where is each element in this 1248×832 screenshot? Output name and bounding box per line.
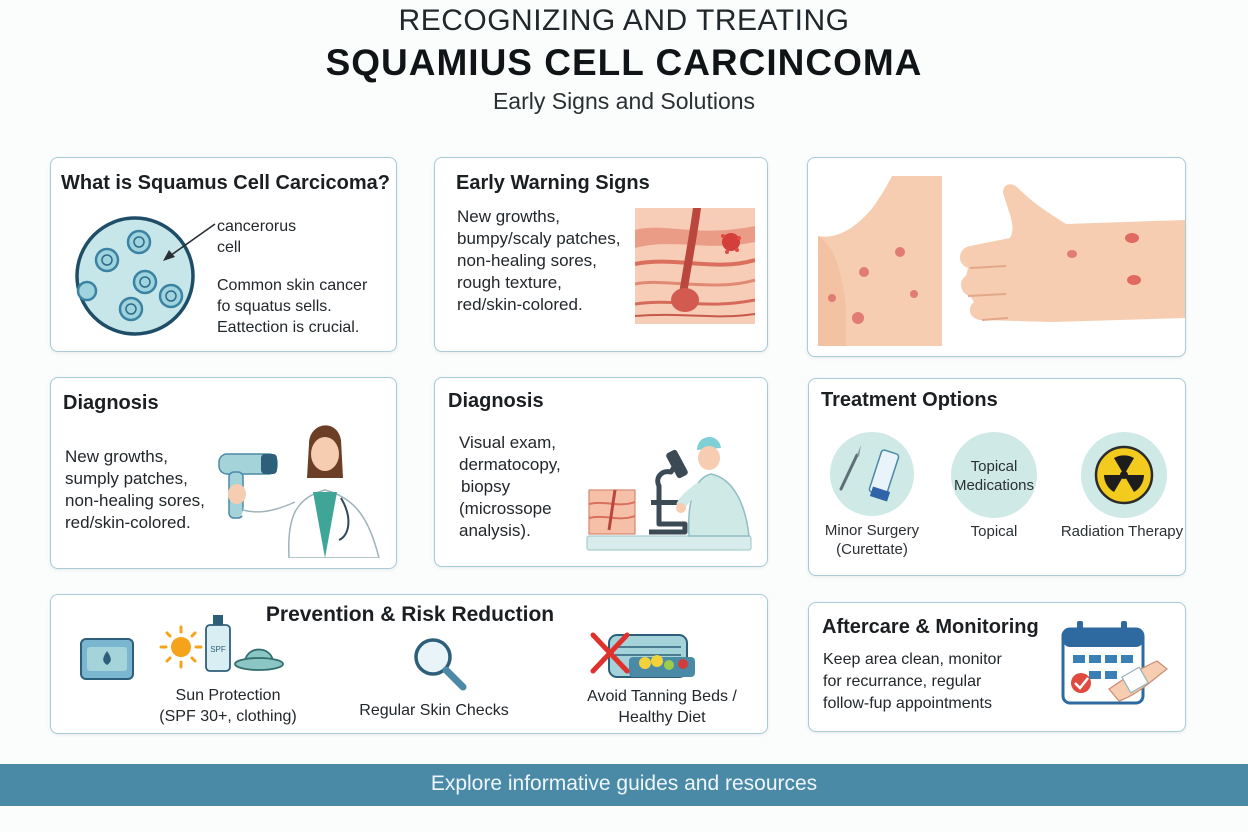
warning-signs-card: Early Warning Signs New growths, bumpy/s… — [434, 157, 768, 352]
prevention-label-line: Avoid Tanning Beds / — [587, 688, 737, 705]
shoulder-lesions-icon — [818, 176, 942, 346]
treatment-label-line: Minor Surgery — [824, 522, 920, 539]
cell-diagram-icon — [73, 214, 197, 338]
tanning-bed-diet-icon — [589, 629, 701, 683]
page-title: SQUAMΙUS CELL CARCINCOMA — [325, 42, 923, 83]
aftercare-line: for recurrance, regular — [823, 673, 982, 690]
treatment-title: Treatment Options — [821, 389, 998, 411]
microscope-lab-icon — [585, 420, 755, 552]
hand-lesions-icon — [956, 180, 1185, 330]
prevention-checks-label: Regular Skin Checks — [351, 700, 517, 721]
warning-line: red/skin-colored. — [457, 295, 583, 314]
treatment-label-line: (Curettate) — [836, 541, 908, 558]
treatment-label-topical: Topical — [944, 522, 1044, 541]
treatment-label-line: Topical — [970, 523, 1018, 540]
diagnosis-method-line: dermatocopy, — [459, 455, 561, 474]
sun-hat-icon — [233, 641, 285, 673]
aftercare-line: Keep area clean, monitor — [823, 651, 1002, 668]
diagnosis-method-line: (microssope — [459, 499, 552, 518]
prevention-label-line: Regular Skin Checks — [359, 702, 509, 719]
aftercare-title: Aftercare & Monitoring — [822, 616, 1039, 638]
diagnosis-left-list: New growths, sumply patches, non-healing… — [65, 446, 205, 534]
warning-signs-list: New growths, bumpy/scaly patches, non-he… — [457, 206, 620, 316]
aftercare-list: Keep area clean, monitor for recurrance,… — [823, 649, 1002, 715]
scalpel-icon — [829, 431, 915, 517]
calendar-bandage-icon — [1059, 617, 1171, 707]
diagnosis-line: non-healing sores, — [65, 491, 205, 510]
prevention-sun-label: Sun Protection (SPF 30+, clothing) — [143, 685, 313, 727]
treatment-label-line: Radiation Therapy — [1060, 523, 1184, 540]
cell-label: cancerorus cell — [217, 216, 296, 258]
sunscreen-bottle-icon — [204, 615, 232, 673]
skin-cross-section-icon — [635, 208, 755, 324]
description-line: Common skin cancer — [217, 277, 368, 294]
prevention-label-line: Healthy Diet — [618, 709, 706, 726]
aftercare-line: follow-fup appointments — [823, 695, 992, 712]
diagnosis-method-line: Visual exam, — [459, 433, 557, 452]
footer-bar — [0, 764, 1248, 806]
diagnosis-left-title: Diagnosis — [63, 392, 159, 414]
warning-signs-title: Early Warning Signs — [456, 172, 650, 194]
symptoms-illustration-card — [807, 157, 1186, 357]
uv-monitor-icon — [79, 635, 135, 683]
warning-line: bumpy/scaly patches, — [457, 229, 621, 248]
cell-label-line: cancerorus — [217, 218, 297, 235]
circle-text-line: Medications — [953, 477, 1035, 494]
treatment-label-surgery: Minor Surgery (Curettate) — [813, 521, 931, 559]
prevention-label-line: (SPF 30+, clothing) — [159, 708, 297, 725]
cream-icon — [950, 431, 1038, 519]
what-is-card: What is Squamus Cell Carcicoma? canceror… — [50, 157, 397, 352]
warning-line: non-healing sores, — [457, 251, 597, 270]
cell-label-line: cell — [217, 239, 242, 256]
magnifier-icon — [411, 635, 469, 693]
diagnosis-method-line: biopsy — [461, 477, 511, 496]
description-line: Eattection is crucial. — [217, 319, 360, 336]
topical-circle-text: Topical Medications — [950, 457, 1038, 495]
radiation-icon — [1080, 431, 1168, 519]
diagnosis-line: sumply patches, — [65, 469, 188, 488]
diagnosis-signs-card: Diagnosis New growths, sumply patches, n… — [50, 377, 397, 569]
prevention-label-line: Sun Protection — [175, 687, 281, 704]
prevention-tanning-label: Avoid Tanning Beds / Healthy Diet — [567, 686, 757, 728]
prevention-title: Prevention & Risk Reduction — [265, 603, 555, 626]
diagnosis-mid-title: Diagnosis — [448, 390, 544, 412]
what-is-description: Common skin cancer fo squatus sells. Eat… — [217, 275, 367, 338]
diagnosis-mid-list: Visual exam, dermatocopy, biopsy (micros… — [459, 432, 561, 542]
doctor-with-lamp-icon — [213, 418, 393, 558]
pointer-arrow-icon — [159, 220, 219, 264]
warning-line: rough texture, — [457, 273, 562, 292]
sunscreen-label: SPF — [210, 645, 226, 654]
prevention-card: Prevention & Risk Reduction SPF — [50, 594, 768, 734]
page-subtitle: Early Signs and Solutions — [492, 88, 756, 114]
diagnosis-line: red/skin-colored. — [65, 513, 191, 532]
diagnosis-methods-card: Diagnosis Visual exam, dermatocopy, biop… — [434, 377, 768, 567]
sun-icon — [159, 625, 203, 669]
explore-resources-link[interactable]: Explore informative guides and resources — [430, 772, 818, 795]
aftercare-card: Aftercare & Monitoring Keep area clean, … — [808, 602, 1186, 732]
what-is-title: What is Squamus Cell Carcicoma? — [61, 172, 390, 194]
title-line-1: RECOGNIZING AND TREATING — [398, 4, 850, 37]
warning-line: New growths, — [457, 207, 560, 226]
diagnosis-line: New growths, — [65, 447, 168, 466]
description-line: fo squatus sells. — [217, 298, 332, 315]
treatment-label-radiation: Radiation Therapy — [1057, 522, 1187, 541]
diagnosis-method-line: analysis). — [459, 521, 531, 540]
treatment-options-card: Treatment Options Minor Surgery (Curetta… — [808, 378, 1186, 576]
circle-text-line: Topical — [970, 458, 1018, 475]
